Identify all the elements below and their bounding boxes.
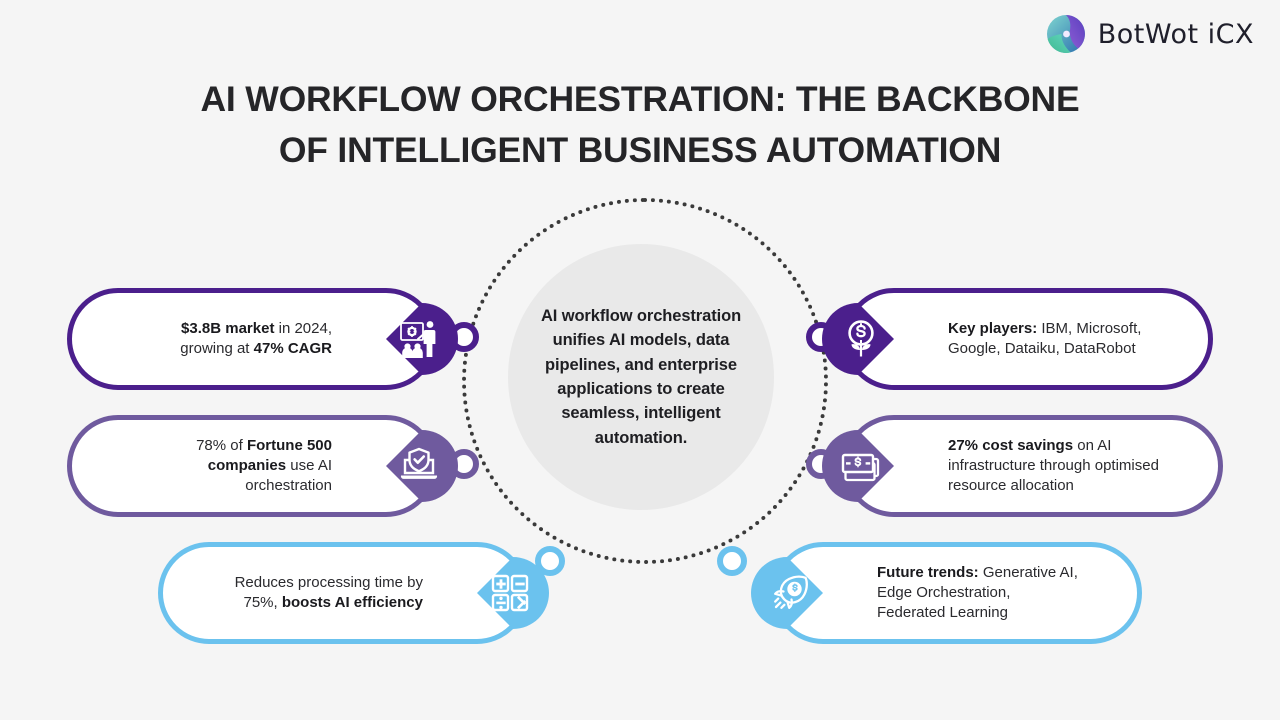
brand-logo: BotWot iCX	[1046, 14, 1254, 54]
hub-circle: AI workflow orchestration unifies AI mod…	[508, 244, 774, 510]
calculator-icon	[491, 574, 529, 612]
brand-name: BotWot iCX	[1097, 18, 1254, 50]
card-market-size-badge	[386, 303, 458, 375]
card-key-players[interactable]: Key players: IBM, Microsoft,Google, Data…	[822, 288, 1213, 390]
card-future-trends[interactable]: Future trends: Generative AI,Edge Orches…	[751, 542, 1142, 644]
card-processing-time-badge	[477, 557, 549, 629]
botwot-sphere-logo-icon	[1046, 15, 1085, 53]
hub-dotted-ring	[462, 198, 828, 564]
rocket-dollar-icon	[774, 575, 808, 609]
card-future-trends-text: Future trends: Generative AI,Edge Orches…	[877, 564, 1078, 621]
page-title-line-2: OF INTELLIGENT BUSINESS AUTOMATION	[278, 130, 1002, 171]
node-future-trends	[717, 546, 747, 576]
banknotes-dollar-icon	[841, 453, 880, 482]
page-title: AI WORKFLOW ORCHESTRATION: THE BACKBONE …	[0, 74, 1280, 177]
card-market-size[interactable]: $3.8B market in 2024,growing at 47% CAGR	[67, 288, 458, 390]
badge-shape	[822, 303, 894, 375]
hub-description: AI workflow orchestration unifies AI mod…	[540, 306, 742, 447]
card-key-players-badge	[822, 303, 894, 375]
presentation-training-icon	[400, 321, 436, 358]
card-market-size-text: $3.8B market in 2024,growing at 47% CAGR	[180, 320, 332, 357]
card-key-players-text: Key players: IBM, Microsoft,Google, Data…	[948, 320, 1142, 357]
page-title-line-1: AI WORKFLOW ORCHESTRATION: THE BACKBONE	[200, 79, 1080, 119]
laptop-shield-check-icon	[400, 447, 438, 479]
card-future-trends-badge	[751, 557, 823, 629]
badge-shape	[751, 557, 823, 629]
card-fortune-500-adoption-badge	[386, 430, 458, 502]
money-plant-dollar-icon	[848, 320, 874, 357]
card-cost-savings-badge	[822, 430, 894, 502]
